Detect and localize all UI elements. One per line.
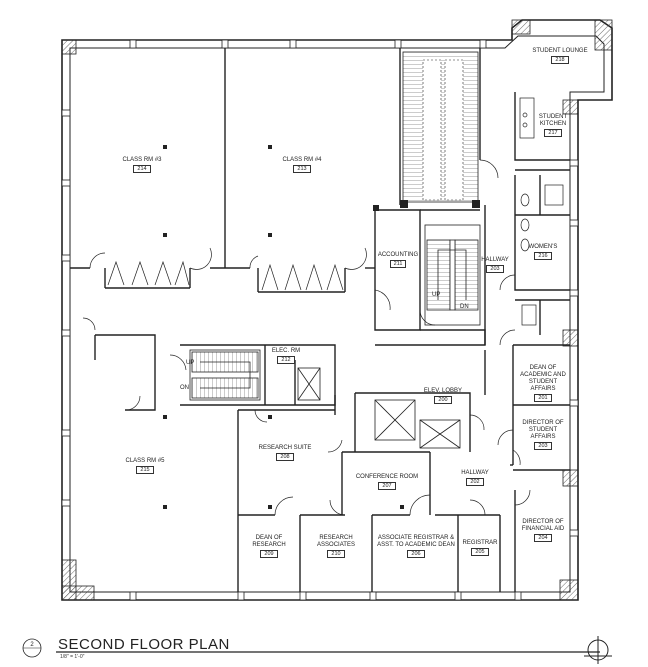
room-number: 217	[544, 129, 562, 137]
room-womens: WOMEN'S 216	[523, 244, 563, 260]
west-stair-up-label: UP	[186, 360, 195, 366]
interior-walls	[70, 48, 570, 592]
room-name: WOMEN'S	[528, 244, 558, 250]
room-student-kitchen: STUDENT KITCHEN 217	[536, 114, 570, 137]
room-number: 205	[471, 548, 489, 556]
elevators	[297, 367, 461, 449]
room-student-lounge: STUDENT LOUNGE 218	[532, 48, 588, 64]
room-name: DIRECTOR OF STUDENT AFFAIRS	[522, 420, 564, 440]
room-name: RESEARCH ASSOCIATES	[317, 535, 355, 548]
room-number: 203	[534, 442, 552, 450]
room-number: 206	[407, 550, 425, 558]
room-dean-of-research: DEAN OF RESEARCH 209	[245, 535, 293, 558]
north-stair-treads	[402, 51, 479, 203]
restroom-fixtures	[519, 97, 564, 326]
room-number: 204	[534, 534, 552, 542]
room-number: 201	[534, 394, 552, 402]
room-number: 216	[534, 252, 552, 260]
room-conference: CONFERENCE ROOM 207	[350, 474, 424, 490]
core-stair	[424, 224, 481, 326]
room-class-rm-5: CLASS RM #5 215	[115, 458, 175, 474]
room-elec-rm: ELEC. RM 212	[268, 348, 304, 364]
room-dean-academic: DEAN OF ACADEMIC AND STUDENT AFFAIRS 201	[516, 365, 570, 402]
room-name: CLASS RM #4	[282, 157, 322, 163]
title-block	[22, 636, 612, 664]
room-elev-lobby: ELEV. LOBBY 200	[420, 388, 466, 404]
room-name: RESEARCH SUITE	[258, 445, 312, 451]
room-name: ELEV. LOBBY	[423, 388, 463, 394]
stair-up-label: UP	[432, 292, 441, 298]
room-registrar: REGISTRAR 205	[460, 540, 500, 556]
room-number: 207	[378, 482, 396, 490]
room-class-rm-3: CLASS RM #3 214	[112, 157, 172, 173]
room-name: DEAN OF ACADEMIC AND STUDENT AFFAIRS	[520, 365, 566, 392]
room-name: ELEC. RM	[271, 348, 301, 354]
room-number: 209	[260, 550, 278, 558]
drawing-number: 2	[30, 642, 34, 648]
room-accounting: ACCOUNTING 211	[375, 252, 421, 268]
room-director-financial-aid: DIRECTOR OF FINANCIAL AID 204	[518, 519, 568, 542]
room-number: 203	[486, 265, 504, 273]
west-stair-on-label: ON	[180, 385, 189, 391]
room-director-student-affairs: DIRECTOR OF STUDENT AFFAIRS 203	[518, 420, 568, 450]
window-mullions	[61, 39, 579, 601]
drawing-title: SECOND FLOOR PLAN	[58, 636, 230, 653]
room-research-associates: RESEARCH ASSOCIATES 210	[305, 535, 367, 558]
room-number: 214	[133, 165, 151, 173]
room-name: HALLWAY	[481, 257, 509, 263]
cabinet-triangles	[107, 260, 344, 291]
room-number: 213	[293, 165, 311, 173]
room-name: STUDENT KITCHEN	[538, 114, 568, 127]
room-number: 212	[277, 356, 295, 364]
room-name: CLASS RM #5	[125, 458, 165, 464]
room-hallway-203: HALLWAY 203	[480, 257, 510, 273]
room-name: STUDENT LOUNGE	[532, 48, 588, 54]
room-name: REGISTRAR	[462, 540, 498, 546]
room-associate-registrar: ASSOCIATE REGISTRAR & ASST. TO ACADEMIC …	[374, 535, 458, 558]
west-stair	[189, 349, 261, 401]
room-name: CONFERENCE ROOM	[355, 474, 419, 480]
room-number: 200	[434, 396, 452, 404]
door-swings	[82, 159, 531, 516]
stair-dn-label: DN	[460, 304, 469, 310]
room-name: ACCOUNTING	[377, 252, 419, 258]
room-number: 202	[466, 478, 484, 486]
drawing-scale: 1/8" = 1'-0"	[60, 654, 85, 660]
room-name: CLASS RM #3	[122, 157, 162, 163]
room-class-rm-4: CLASS RM #4 213	[272, 157, 332, 173]
room-research-suite: RESEARCH SUITE 208	[255, 445, 315, 461]
corner-columns	[61, 19, 613, 601]
room-number: 208	[276, 453, 294, 461]
room-number: 210	[327, 550, 345, 558]
columns-interior	[163, 145, 480, 509]
room-name: HALLWAY	[461, 470, 489, 476]
room-number: 218	[551, 56, 569, 64]
room-hallway-202: HALLWAY 202	[452, 470, 498, 486]
room-name: ASSOCIATE REGISTRAR & ASST. TO ACADEMIC …	[377, 535, 455, 548]
room-number: 215	[136, 466, 154, 474]
room-number: 211	[389, 260, 407, 268]
room-name: DEAN OF RESEARCH	[252, 535, 286, 548]
room-name: DIRECTOR OF FINANCIAL AID	[521, 519, 565, 532]
